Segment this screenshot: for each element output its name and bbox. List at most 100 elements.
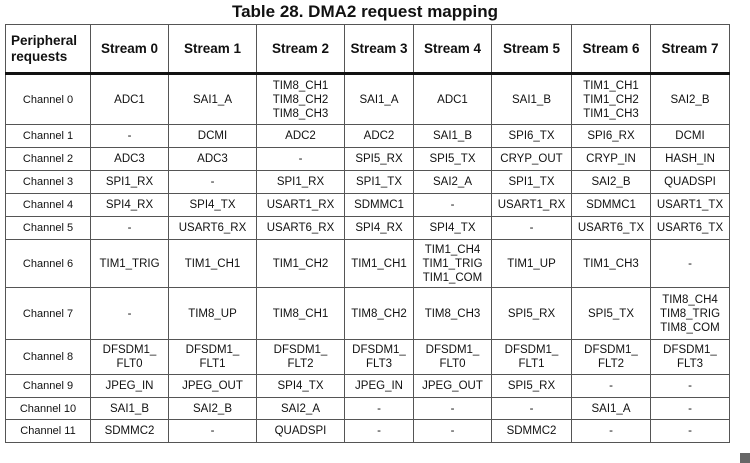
table-cell: JPEG_IN bbox=[344, 374, 414, 398]
table-cell: DFSDM1_ FLT1 bbox=[168, 339, 257, 375]
table-cell: ADC1 bbox=[413, 73, 492, 125]
table-cell: SAI2_B bbox=[650, 73, 730, 125]
table-cell: SAI1_A bbox=[571, 397, 651, 420]
table-cell: - bbox=[413, 193, 492, 217]
table-cell: USART1_RX bbox=[491, 193, 572, 217]
table-cell: SDMMC2 bbox=[491, 419, 572, 443]
table-cell: ADC2 bbox=[344, 124, 414, 148]
table-cell: DCMI bbox=[168, 124, 257, 148]
table-cell: TIM1_CH3 bbox=[571, 239, 651, 288]
table-cell: CRYP_OUT bbox=[491, 147, 572, 171]
page-corner-marker bbox=[740, 453, 750, 463]
table-cell: USART6_TX bbox=[571, 216, 651, 240]
table-cell: SPI5_RX bbox=[491, 374, 572, 398]
table-cell: SPI5_RX bbox=[491, 287, 572, 340]
table-cell: SAI2_B bbox=[571, 170, 651, 194]
channel-label: Channel 7 bbox=[5, 287, 91, 340]
channel-label: Channel 8 bbox=[5, 339, 91, 375]
table-cell: ADC2 bbox=[256, 124, 345, 148]
table-cell: SPI4_RX bbox=[344, 216, 414, 240]
table-cell: SAI1_B bbox=[90, 397, 169, 420]
table-cell: TIM1_TRIG bbox=[90, 239, 169, 288]
table-cell: DFSDM1_ FLT3 bbox=[344, 339, 414, 375]
table-cell: TIM8_CH1 bbox=[256, 287, 345, 340]
table-cell: TIM1_CH1 bbox=[168, 239, 257, 288]
column-header-peripheral-requests: Peripheral requests bbox=[5, 24, 91, 74]
table-cell: SPI6_TX bbox=[491, 124, 572, 148]
table-cell: - bbox=[650, 397, 730, 420]
channel-label: Channel 3 bbox=[5, 170, 91, 194]
table-cell: - bbox=[90, 124, 169, 148]
column-header-stream-3: Stream 3 bbox=[344, 24, 414, 74]
table-cell: - bbox=[168, 170, 257, 194]
channel-label: Channel 11 bbox=[5, 419, 91, 443]
table-cell: SAI1_A bbox=[168, 73, 257, 125]
channel-label: Channel 9 bbox=[5, 374, 91, 398]
table-cell: - bbox=[571, 419, 651, 443]
table-cell: SDMMC1 bbox=[344, 193, 414, 217]
table-cell: SPI4_TX bbox=[168, 193, 257, 217]
table-cell: HASH_IN bbox=[650, 147, 730, 171]
column-header-stream-6: Stream 6 bbox=[571, 24, 651, 74]
table-cell: - bbox=[344, 419, 414, 443]
table-cell: ADC3 bbox=[168, 147, 257, 171]
table-cell: USART6_TX bbox=[650, 216, 730, 240]
table-cell: - bbox=[256, 147, 345, 171]
table-cell: TIM1_CH4 TIM1_TRIG TIM1_COM bbox=[413, 239, 492, 288]
table-cell: SAI1_A bbox=[344, 73, 414, 125]
table-cell: - bbox=[650, 239, 730, 288]
table-cell: QUADSPI bbox=[650, 170, 730, 194]
table-cell: - bbox=[571, 374, 651, 398]
table-cell: - bbox=[344, 397, 414, 420]
table-cell: TIM8_CH2 bbox=[344, 287, 414, 340]
table-cell: DFSDM1_ FLT1 bbox=[491, 339, 572, 375]
table-cell: SAI2_A bbox=[413, 170, 492, 194]
table-cell: - bbox=[90, 216, 169, 240]
table-cell: USART1_RX bbox=[256, 193, 345, 217]
table-cell: - bbox=[413, 419, 492, 443]
table-cell: SAI2_B bbox=[168, 397, 257, 420]
channel-label: Channel 4 bbox=[5, 193, 91, 217]
channel-label: Channel 10 bbox=[5, 397, 91, 420]
column-header-stream-0: Stream 0 bbox=[90, 24, 169, 74]
table-cell: - bbox=[90, 287, 169, 340]
table-cell: SPI1_RX bbox=[90, 170, 169, 194]
column-header-stream-7: Stream 7 bbox=[650, 24, 730, 74]
table-cell: TIM1_CH1 bbox=[344, 239, 414, 288]
table-cell: - bbox=[168, 419, 257, 443]
channel-label: Channel 5 bbox=[5, 216, 91, 240]
table-cell: SPI6_RX bbox=[571, 124, 651, 148]
table-cell: SAI1_B bbox=[491, 73, 572, 125]
table-cell: SPI4_RX bbox=[90, 193, 169, 217]
channel-label: Channel 6 bbox=[5, 239, 91, 288]
table-cell: SPI1_RX bbox=[256, 170, 345, 194]
table-cell: SPI1_TX bbox=[491, 170, 572, 194]
channel-label: Channel 1 bbox=[5, 124, 91, 148]
table-cell: USART1_TX bbox=[650, 193, 730, 217]
table-cell: SPI1_TX bbox=[344, 170, 414, 194]
table-cell: TIM8_CH1 TIM8_CH2 TIM8_CH3 bbox=[256, 73, 345, 125]
table-cell: TIM1_UP bbox=[491, 239, 572, 288]
table-cell: SPI5_RX bbox=[344, 147, 414, 171]
table-cell: SPI4_TX bbox=[413, 216, 492, 240]
table-cell: USART6_RX bbox=[256, 216, 345, 240]
table-cell: ADC1 bbox=[90, 73, 169, 125]
table-cell: TIM1_CH1 TIM1_CH2 TIM1_CH3 bbox=[571, 73, 651, 125]
table-cell: CRYP_IN bbox=[571, 147, 651, 171]
table-cell: SDMMC1 bbox=[571, 193, 651, 217]
table-cell: - bbox=[491, 397, 572, 420]
table-cell: SPI5_TX bbox=[413, 147, 492, 171]
table-cell: ADC3 bbox=[90, 147, 169, 171]
table-cell: DFSDM1_ FLT0 bbox=[413, 339, 492, 375]
table-cell: DCMI bbox=[650, 124, 730, 148]
table-cell: SPI4_TX bbox=[256, 374, 345, 398]
